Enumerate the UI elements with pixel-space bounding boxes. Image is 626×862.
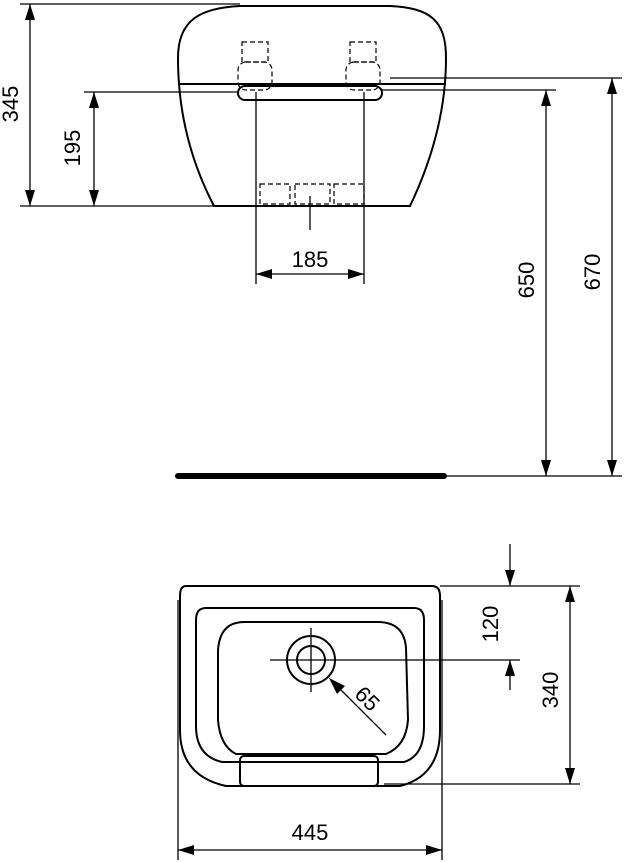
fixing-bracket-left-lower	[237, 61, 273, 91]
dim-label-650: 650	[514, 262, 539, 299]
fixing-bracket-right	[349, 41, 377, 63]
bottom-fixing-right	[333, 183, 365, 205]
arrow	[329, 678, 345, 694]
dim-label-445: 445	[292, 820, 329, 845]
dim-label-120: 120	[478, 606, 503, 643]
arrow	[25, 190, 35, 206]
bottom-fixing-left	[259, 183, 291, 205]
bottom-fixing-mid	[294, 183, 331, 205]
fixing-bracket-left	[241, 41, 269, 63]
arrow	[565, 586, 575, 602]
basin-bowl	[217, 621, 410, 755]
arrow	[89, 92, 99, 108]
dim-label-195: 195	[60, 130, 85, 167]
basin-side-outline	[176, 5, 448, 207]
arrow	[505, 570, 515, 586]
arrow	[25, 4, 35, 20]
plan-view: 65 120 340 445	[177, 544, 580, 860]
arrow	[348, 269, 364, 279]
arrow	[256, 269, 272, 279]
arrow	[541, 90, 551, 106]
arrow	[178, 845, 194, 855]
side-view: 185 345 195 650 670	[0, 3, 622, 479]
arrow	[89, 190, 99, 206]
arrow	[565, 768, 575, 784]
dim-label-670: 670	[580, 254, 605, 291]
basin-plan-outline	[179, 585, 441, 787]
fixing-bracket-right-lower	[345, 61, 381, 91]
arrow	[505, 660, 515, 676]
arrow	[426, 845, 442, 855]
arrow	[607, 460, 617, 476]
front-panel	[239, 755, 379, 787]
arrow	[607, 78, 617, 94]
basin-inner-rim	[195, 607, 425, 763]
dim-label-340: 340	[538, 672, 563, 709]
dim-label-65: 65	[350, 681, 385, 716]
dim-label-345: 345	[0, 86, 23, 123]
arrow	[541, 460, 551, 476]
dim-label-185: 185	[292, 247, 329, 272]
bracket-slot	[237, 85, 383, 101]
